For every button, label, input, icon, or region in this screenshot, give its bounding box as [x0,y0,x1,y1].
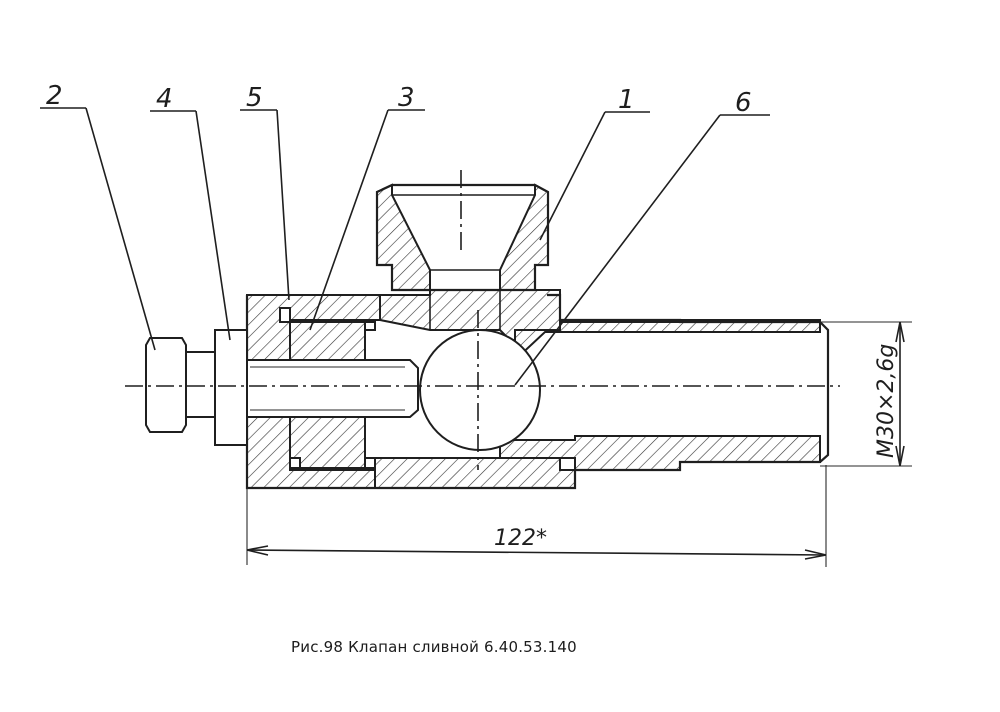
callout-3: 3 [398,83,415,113]
callout-4: 4 [156,84,173,114]
callout-1: 1 [618,85,635,115]
handwheel [145,337,187,433]
thread-dimension: M30×2,6g [820,321,912,467]
stem [184,329,419,446]
callout-numbers: 2 4 5 3 1 6 [46,81,752,118]
seat-bushing [289,321,376,469]
callout-6: 6 [735,88,752,118]
valve-body [245,289,830,490]
callout-5: 5 [246,83,263,113]
callout-leaders [40,107,770,386]
center-lines [125,170,840,470]
thread-dimension-value: M30×2,6g [874,344,899,458]
length-dimension-value: 122* [494,526,547,551]
top-nut [375,183,550,292]
length-dimension: 122* [246,465,827,567]
ball [419,329,541,451]
callout-2: 2 [46,81,63,111]
figure-caption: Рис.98 Клапан сливной 6.40.53.140 [291,638,577,656]
